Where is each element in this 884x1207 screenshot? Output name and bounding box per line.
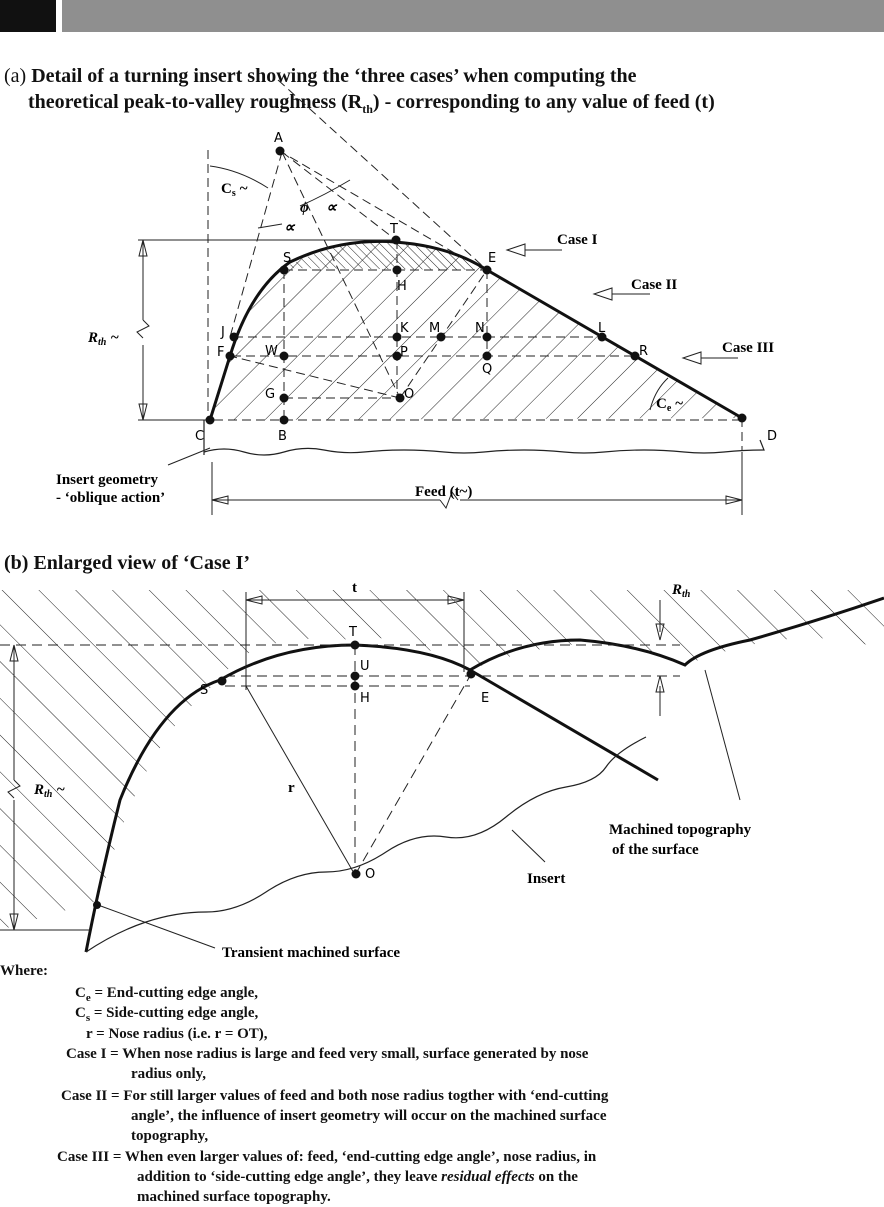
point-label: S xyxy=(283,251,291,266)
point-label: F xyxy=(217,345,224,360)
definition-case1: Case I = When nose radius is large and f… xyxy=(66,1046,589,1062)
definition-cs: Cs = Side-cutting edge angle, xyxy=(75,1005,259,1024)
alpha-label: ∝ xyxy=(284,220,296,236)
insert-hatched-area xyxy=(210,241,742,420)
definition-case2-cont: topography, xyxy=(131,1128,209,1144)
point-label: E xyxy=(481,691,489,706)
rth-top-label: Rth xyxy=(671,582,691,600)
insert-geometry-label: - ‘oblique action’ xyxy=(56,490,165,506)
caption-a-line1: (a) Detail of a turning insert showing t… xyxy=(4,65,637,87)
case1-label: Case I xyxy=(557,232,598,248)
insert-base-wavy xyxy=(203,439,765,456)
point-label: T xyxy=(348,625,357,640)
caption-b: (b) Enlarged view of ‘Case I’ xyxy=(4,552,251,574)
alpha-label: ∝ xyxy=(326,200,338,216)
point-label: N xyxy=(475,321,485,336)
point-label: S xyxy=(200,683,208,698)
caption-a-line2: theoretical peak-to-valley roughness (Rt… xyxy=(28,91,715,116)
point-label: D xyxy=(767,429,777,444)
definition-case1-cont: radius only, xyxy=(131,1066,207,1082)
point-label: U xyxy=(360,659,370,674)
where-label: Where: xyxy=(0,963,49,979)
diagram-b: T U S H E O t r Rth Rth~ Machined topogr… xyxy=(0,580,884,961)
machined-topography-label: Machined topography xyxy=(609,822,752,838)
point-label: C xyxy=(195,429,204,444)
header-bar-grey xyxy=(62,0,884,32)
case3-label: Case III xyxy=(722,340,774,356)
point-label: O xyxy=(365,867,375,882)
definition-case2: Case II = For still larger values of fee… xyxy=(61,1088,609,1104)
insert-label: Insert xyxy=(527,871,565,887)
insert-geometry-label: Insert geometry xyxy=(56,472,159,488)
point-label: H xyxy=(397,279,407,294)
angle-cs-label: Cs~ xyxy=(221,181,248,199)
point-label: A xyxy=(274,131,283,146)
point-label: W xyxy=(265,344,278,359)
point-label: H xyxy=(360,691,370,706)
definition-case3: Case III = When even larger values of: f… xyxy=(57,1149,597,1165)
rth-label-a: Rth~ xyxy=(87,330,119,348)
diagram-a: A T E S H J F W K M N L R P Q G O C B D … xyxy=(56,79,777,515)
insert-profile xyxy=(208,239,743,421)
point-label: T xyxy=(389,222,398,237)
point-label: M xyxy=(429,321,440,336)
point-label: J xyxy=(220,325,225,340)
definition-case2-cont: angle’, the influence of insert geometry… xyxy=(131,1108,607,1124)
point-label: R xyxy=(639,344,648,359)
point-label: G xyxy=(265,387,275,402)
angle-ce-label: Ce~ xyxy=(656,396,683,414)
case2-label: Case II xyxy=(631,277,677,293)
definition-r: r = Nose radius (i.e. r = OT), xyxy=(86,1026,268,1042)
point-label: E xyxy=(488,251,496,266)
machined-topography-label: of the surface xyxy=(612,842,699,858)
rth-left-label: Rth~ xyxy=(33,782,65,800)
definition-case3-cont: addition to ‘side-cutting edge angle’, t… xyxy=(137,1169,578,1185)
point-label: L xyxy=(598,321,606,336)
feed-label: Feed (t~) xyxy=(415,484,472,500)
point-label: P xyxy=(400,345,408,360)
workpiece-hatch xyxy=(0,590,884,930)
phi-label: ϕ xyxy=(300,200,309,216)
point-label: K xyxy=(400,321,409,336)
point-label: Q xyxy=(482,362,492,377)
t-label: t xyxy=(352,580,357,596)
definition-ce: Ce = End-cutting edge angle, xyxy=(75,985,259,1004)
header-block-dark xyxy=(0,0,56,32)
insert-base-wavy-b xyxy=(85,736,647,953)
definition-case3-cont: machined surface topography. xyxy=(137,1189,331,1205)
r-label: r xyxy=(288,780,295,796)
transient-surface-label: Transient machined surface xyxy=(222,945,400,961)
machined-surface-curve xyxy=(84,596,884,953)
point-label: O xyxy=(404,387,414,402)
point-label: B xyxy=(278,429,287,444)
